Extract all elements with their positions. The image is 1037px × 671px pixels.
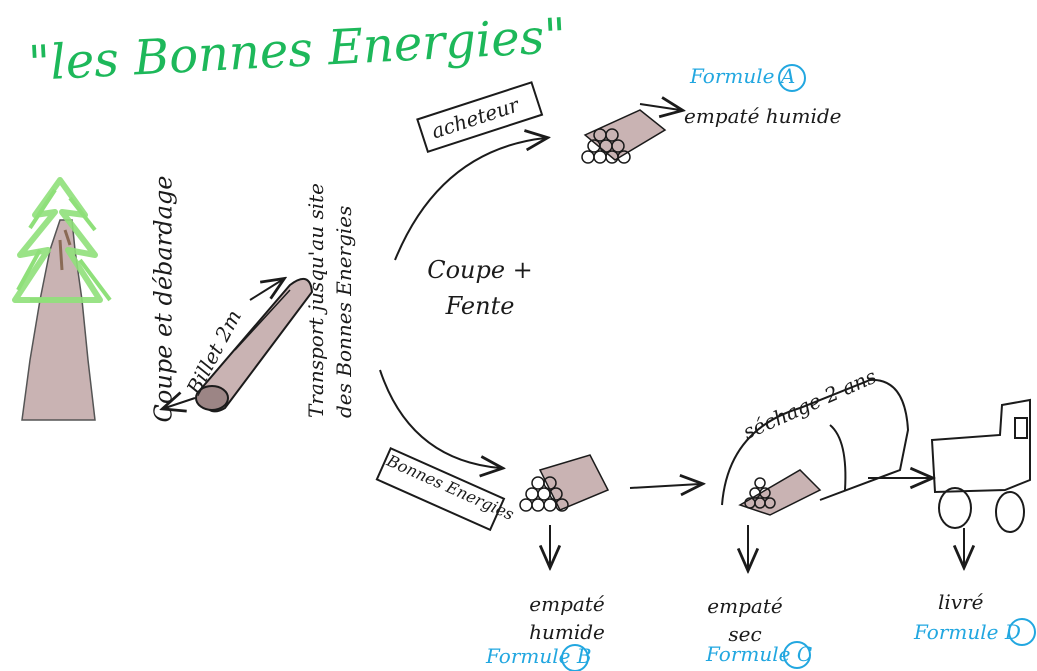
output-d-desc: livré — [938, 590, 984, 614]
bonnes-energies-box — [375, 447, 506, 532]
woodpile-icon — [519, 454, 610, 512]
formula-a-label: Formule A — [690, 64, 796, 88]
truck-icon — [930, 398, 1031, 533]
tree-icon — [12, 177, 112, 421]
formula-d-label: Formule D — [914, 620, 1021, 644]
woodpile-icon — [581, 109, 667, 164]
log-icon — [195, 277, 314, 413]
transport-label: Transport jusqu'au site des Bonnes Energ… — [304, 183, 356, 418]
output-a-desc: empaté humide — [684, 104, 842, 128]
cut-split-label: Coupe + Fente — [427, 256, 533, 320]
buyer-box — [416, 81, 544, 154]
drying-shed-icon — [721, 378, 910, 516]
output-b-desc: empaté humide — [529, 592, 605, 644]
output-c-desc: empaté sec — [707, 594, 783, 646]
harvest-label: Coupe et débardage — [149, 175, 178, 423]
formula-c-label: Formule C — [706, 642, 813, 666]
formula-b-label: Formule B — [486, 644, 592, 668]
